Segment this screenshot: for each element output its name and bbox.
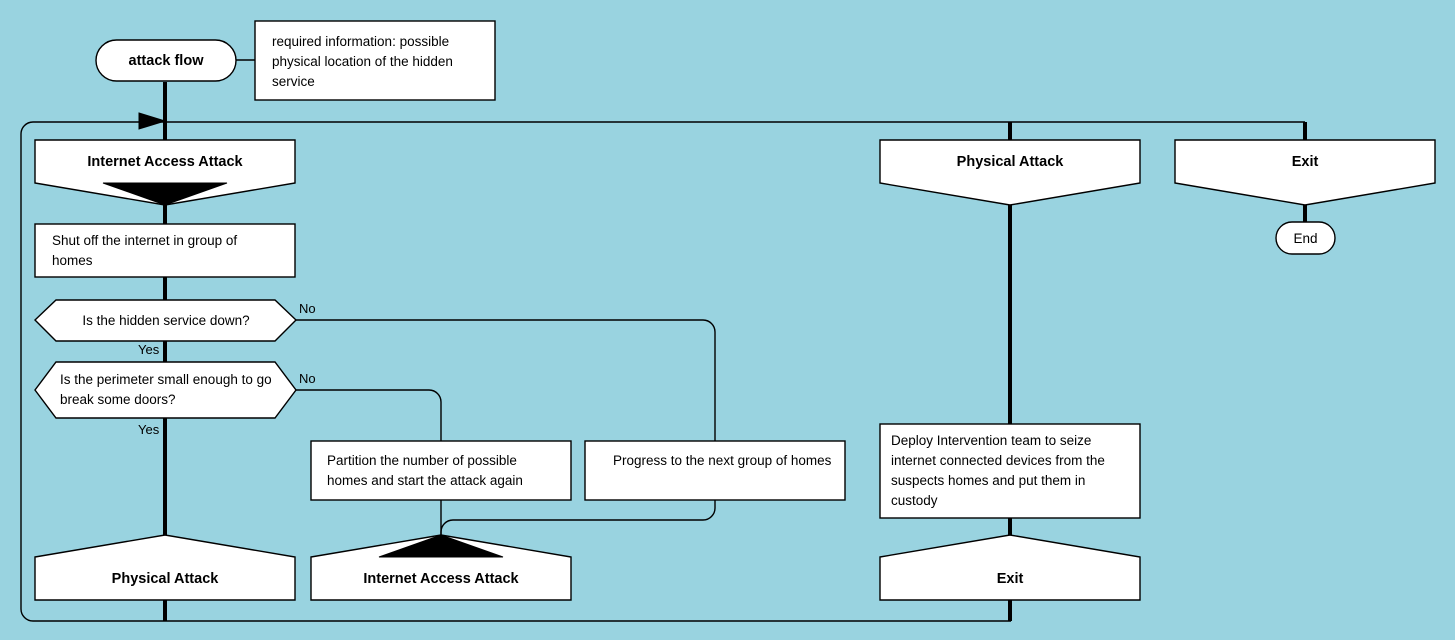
end-terminator-shape (1275, 221, 1336, 255)
shut-off-internet-label: Shut off the internet in group of homes (52, 233, 238, 268)
arrowhead-top-left (138, 112, 167, 130)
internet-access-attack-top-label: Internet Access Attack (87, 154, 243, 170)
partition-homes-shape (310, 440, 572, 501)
exit-top-right-label: Exit (1291, 154, 1319, 170)
note-text: required information: possible physical … (272, 34, 453, 89)
shut-off-internet-shape (34, 223, 296, 278)
conn-decision1-no-route (296, 319, 716, 441)
start-terminator-label: attack flow (128, 53, 204, 69)
progress-next-group-label: Progress to the next group of homes (613, 453, 832, 468)
note-box-shape (254, 20, 496, 101)
exit-bottom-right-label: Exit (996, 571, 1024, 587)
partition-homes-label: Partition the number of possible homes a… (327, 453, 523, 488)
internet-access-attack-bottom-label: Internet Access Attack (363, 571, 519, 587)
physical-attack-top-shape (879, 139, 1141, 206)
outer-container-border (20, 121, 1305, 622)
decision-perimeter-shape (34, 361, 297, 419)
edge-label-service-down-no: No (299, 301, 316, 316)
physical-attack-bottom-left-label: Physical Attack (111, 571, 219, 587)
conn-progress-to-iaa-bottom (440, 500, 716, 545)
conn-decision2-no-route (296, 389, 442, 441)
internet-access-attack-top-marker (102, 182, 228, 206)
edge-label-perimeter-yes: Yes (138, 422, 160, 437)
internet-access-attack-top-shape (34, 139, 296, 206)
deploy-intervention-label: Deploy Intervention team to seize intern… (891, 433, 1105, 508)
start-terminator-shape (95, 39, 237, 82)
decision-service-down-shape (33, 299, 298, 342)
end-terminator-label: End (1293, 231, 1318, 246)
deploy-intervention-shape (879, 423, 1141, 519)
exit-bottom-right-shape (879, 534, 1141, 601)
physical-attack-bottom-left-shape (34, 534, 296, 601)
edge-label-perimeter-no: No (299, 371, 316, 386)
physical-attack-top-label: Physical Attack (956, 154, 1064, 170)
progress-next-group-shape (584, 440, 846, 501)
edge-label-service-down-yes: Yes (138, 342, 160, 357)
internet-access-attack-bottom-shape (310, 534, 572, 601)
internet-access-attack-bottom-marker (378, 534, 504, 558)
decision-service-down-label: Is the hidden service down? (82, 313, 250, 328)
decision-perimeter-label: Is the perimeter small enough to go brea… (60, 372, 272, 407)
exit-top-right-shape (1174, 139, 1436, 206)
